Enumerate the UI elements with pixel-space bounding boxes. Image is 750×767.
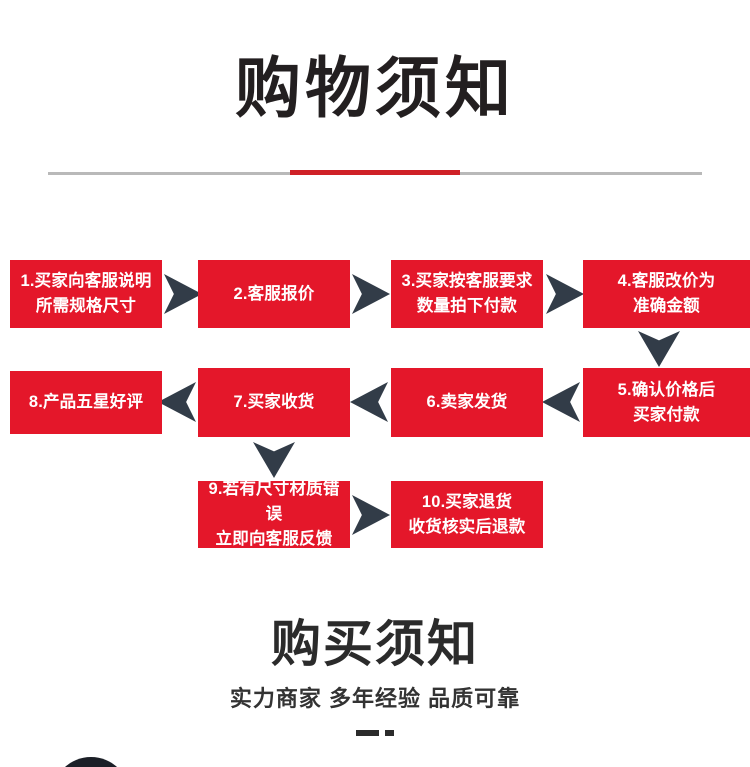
arrow-right-icon-2: [352, 274, 390, 314]
bottom-circle-decoration: [52, 757, 130, 767]
flow-step-5[interactable]: 5.确认价格后 买家付款: [583, 368, 750, 437]
arrow-right-icon-3: [546, 274, 584, 314]
arrow-down-icon-2: [253, 442, 295, 478]
flow-step-8[interactable]: 8.产品五星好评: [10, 371, 162, 434]
arrow-left-icon-1: [542, 382, 580, 422]
flow-step-9[interactable]: 9.若有尺寸材质错误 立即向客服反馈: [198, 480, 350, 548]
arrow-down-icon-1: [638, 331, 680, 367]
flow-step-1[interactable]: 1.买家向客服说明 所需规格尺寸: [10, 260, 162, 328]
dash-decoration-short: [385, 730, 394, 736]
flow-step-10[interactable]: 10.买家退货 收货核实后退款: [391, 481, 543, 548]
footer-caption: 实力商家 多年经验 品质可靠: [229, 686, 521, 711]
arrow-right-icon-4: [352, 495, 390, 535]
title-divider-accent: [290, 170, 460, 175]
flow-step-4[interactable]: 4.客服改价为 准确金额: [583, 260, 750, 328]
footer-title: 购买须知: [271, 616, 479, 672]
flow-step-6[interactable]: 6.卖家发货: [391, 368, 543, 437]
arrow-left-icon-2: [350, 382, 388, 422]
arrow-right-icon-1: [164, 274, 202, 314]
page-title: 购物须知: [235, 51, 515, 125]
flow-step-2[interactable]: 2.客服报价: [198, 260, 350, 328]
flow-step-7[interactable]: 7.买家收货: [198, 368, 350, 437]
dash-decoration-long: [356, 730, 379, 736]
flow-step-3[interactable]: 3.买家按客服要求 数量拍下付款: [391, 260, 543, 328]
arrow-left-icon-3: [158, 382, 196, 422]
